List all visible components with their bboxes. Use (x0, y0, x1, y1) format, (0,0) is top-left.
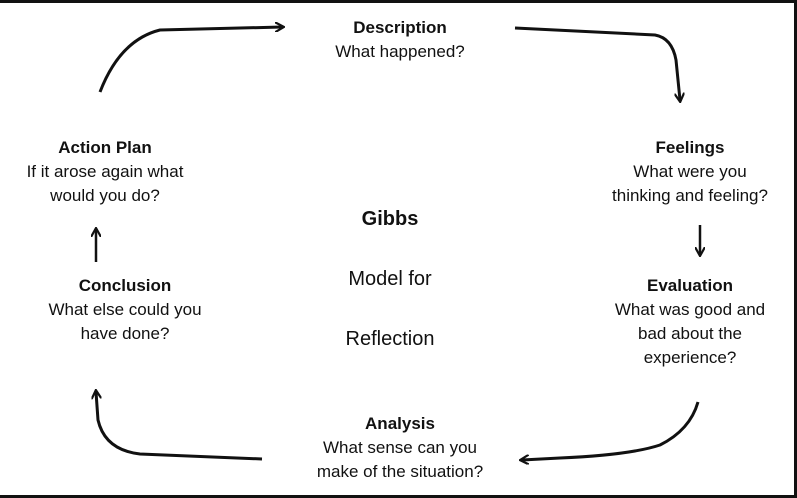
frame-top-border (0, 0, 797, 3)
arrow-description-to-feelings (514, 26, 680, 100)
center-title-line-1: Gibbs (361, 208, 419, 230)
stage-description: Description What happened? (300, 16, 500, 64)
arrow-actionplan-to-description (98, 27, 282, 93)
stage-conclusion: Conclusion What else could you have done… (20, 274, 230, 346)
stage-analysis: Analysis What sense can you make of the … (290, 412, 510, 484)
stage-title: Description (353, 18, 447, 37)
stage-title: Action Plan (58, 138, 152, 157)
arrow-evaluation-to-analysis (522, 401, 700, 460)
stage-title: Feelings (655, 138, 725, 157)
stage-feelings: Feelings What were you thinking and feel… (585, 136, 795, 208)
stage-question: If it arose again what would you do? (26, 162, 184, 205)
stage-title: Evaluation (647, 276, 733, 295)
center-title-line-3: Reflection (345, 328, 435, 350)
stage-question: What sense can you make of the situation… (316, 438, 484, 481)
stage-question: What were you thinking and feeling? (612, 162, 768, 205)
stage-question: What happened? (335, 42, 465, 61)
stage-question: What else could you have done? (48, 300, 202, 343)
frame-right-border (794, 0, 797, 498)
stage-evaluation: Evaluation What was good and bad about t… (585, 274, 795, 370)
center-title: Gibbs Model for Reflection (300, 174, 480, 354)
arrow-analysis-to-conclusion (96, 392, 263, 461)
stage-question: What was good and bad about the experien… (614, 300, 766, 367)
frame-bottom-border (0, 495, 797, 498)
stage-title: Conclusion (78, 276, 172, 295)
stage-title: Analysis (365, 414, 435, 433)
center-title-line-2: Model for (348, 268, 432, 290)
stage-action-plan: Action Plan If it arose again what would… (0, 136, 210, 208)
